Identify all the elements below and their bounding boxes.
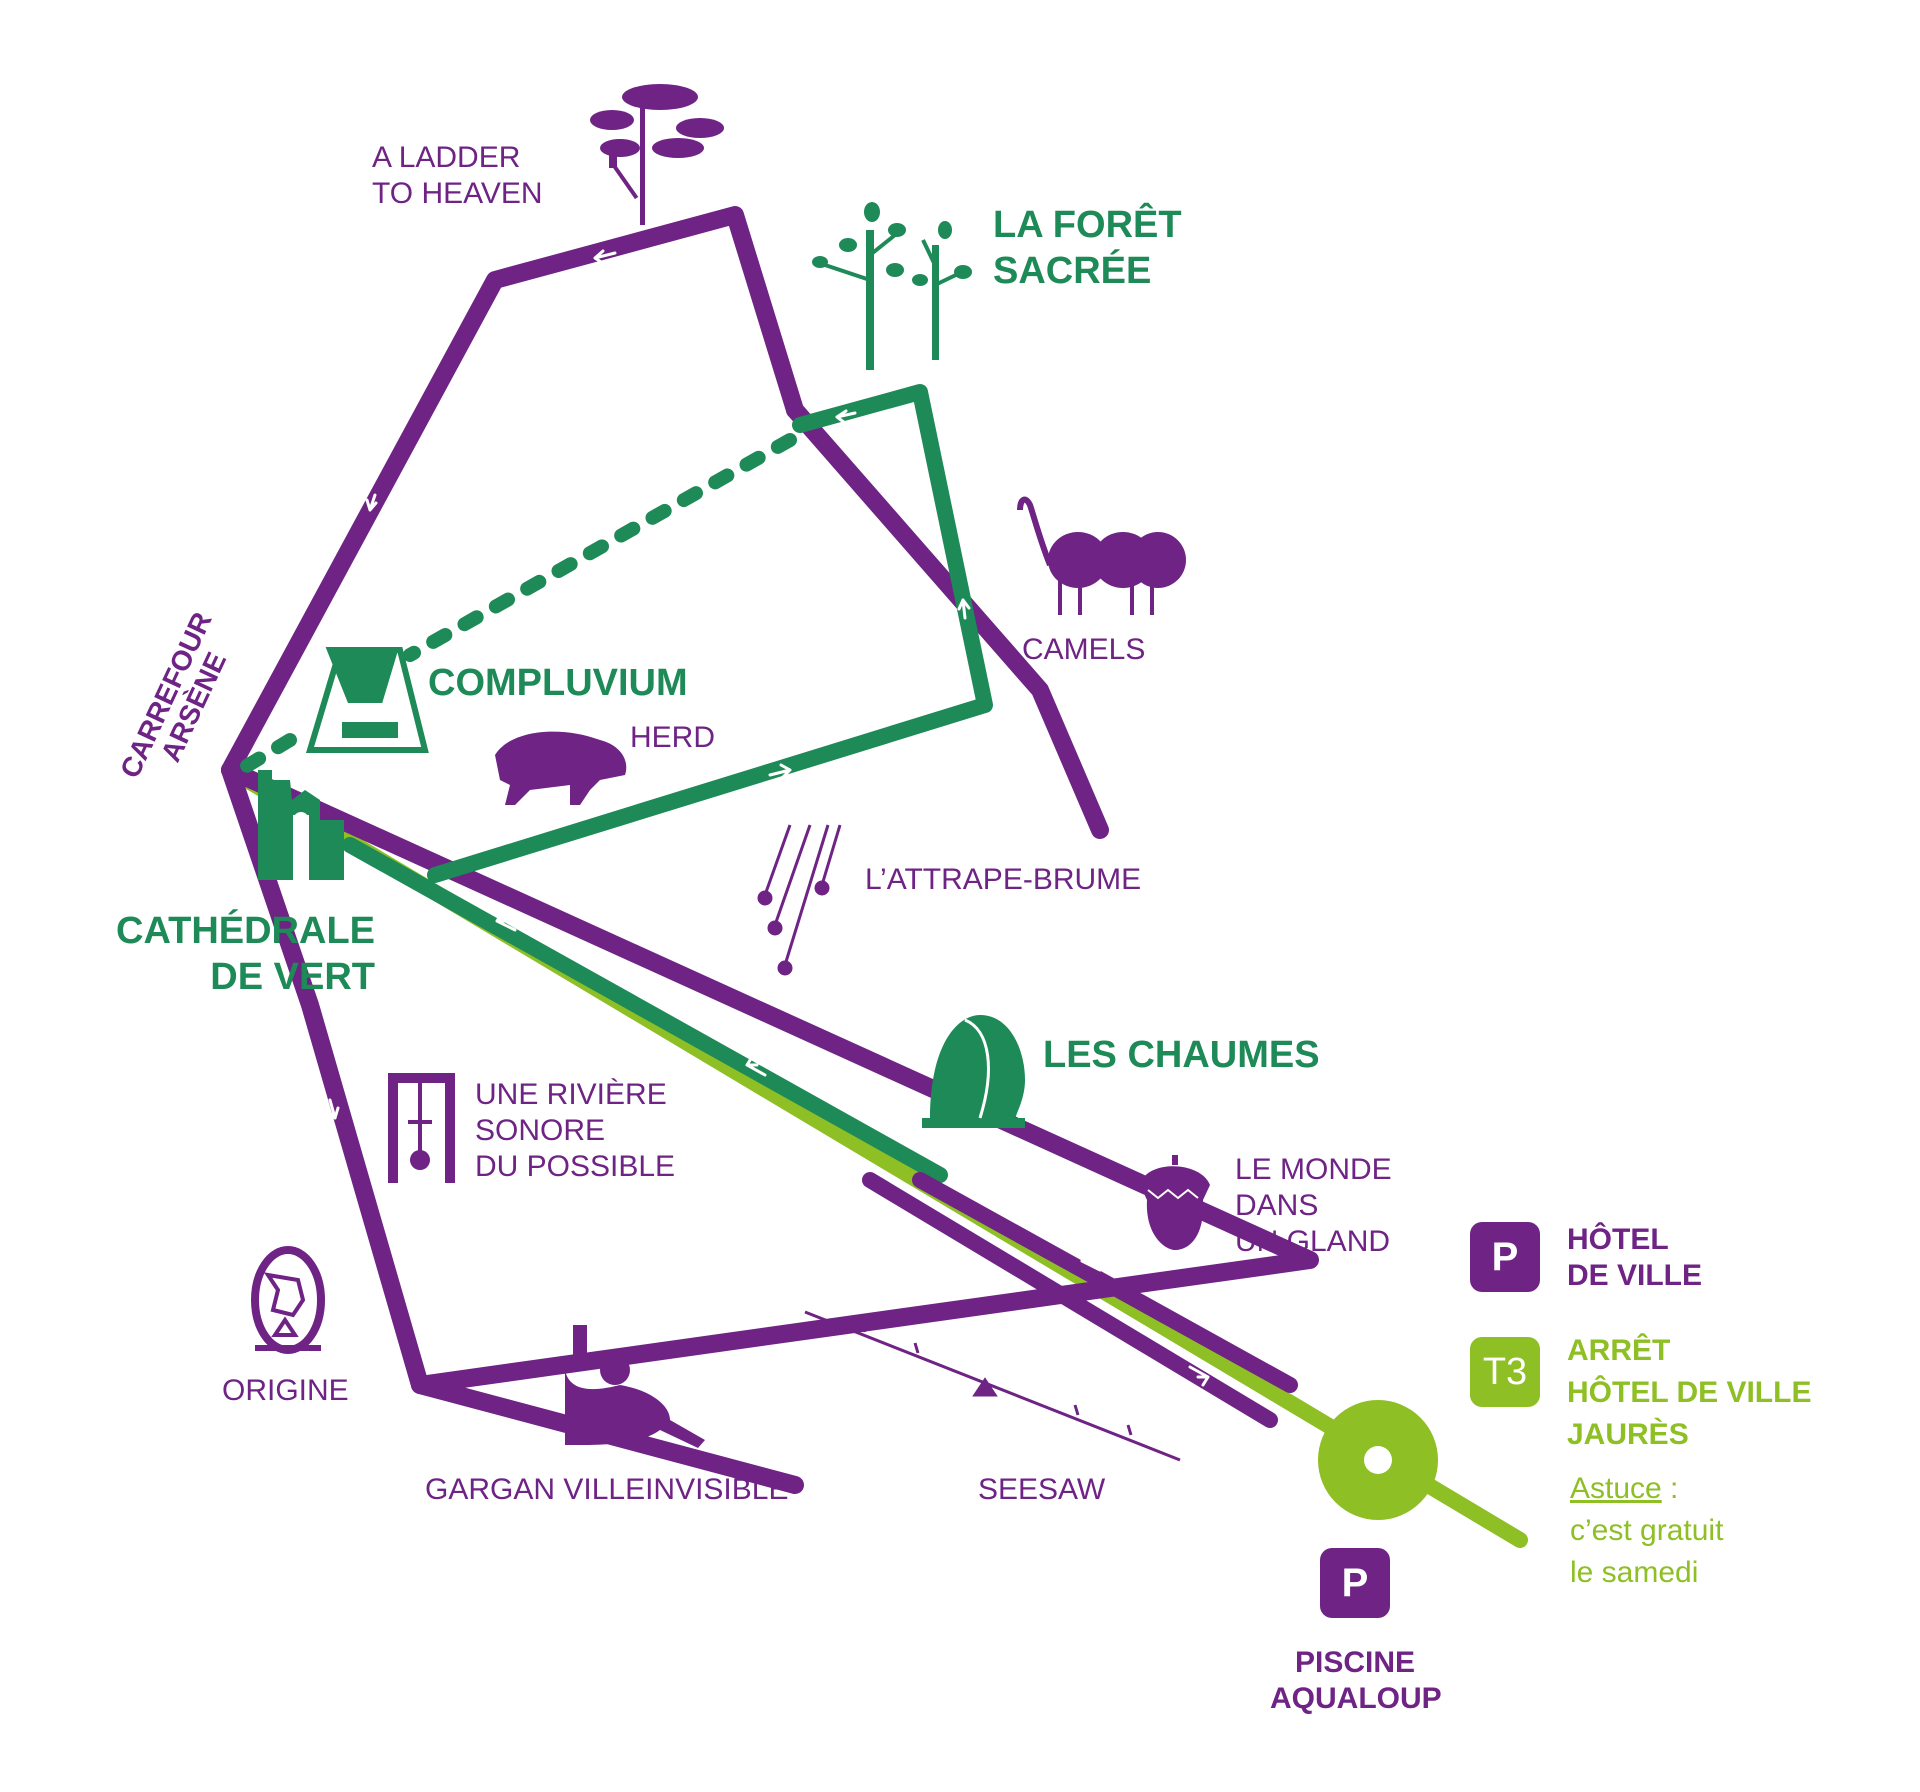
label-camels: CAMELS: [1022, 633, 1146, 666]
astuce-word: Astuce: [1570, 1472, 1662, 1505]
cathedral-icon: [258, 770, 344, 880]
label-hotel-line1: HÔTEL: [1567, 1223, 1669, 1256]
boar-icon: [495, 731, 627, 805]
label-les-chaumes: LES CHAUMES: [1043, 1034, 1320, 1076]
gargan-statue-icon: [565, 1325, 705, 1448]
astuce-line1: c’est gratuit: [1570, 1514, 1724, 1547]
tree-ladder-icon: [590, 84, 724, 225]
label-herd: HERD: [630, 721, 716, 754]
tram-t3-badge: T3: [1470, 1337, 1540, 1407]
seesaw-icon: [804, 1310, 1181, 1462]
direction-arrows: [326, 249, 1210, 1387]
label-hotel-line2: DE VILLE: [1567, 1259, 1703, 1292]
astuce-colon: :: [1661, 1472, 1679, 1505]
chaumes-icon: [922, 1015, 1025, 1128]
label-piscine-line2: AQUALOUP: [1270, 1682, 1442, 1715]
label-riviere-line3: DU POSSIBLE: [475, 1150, 676, 1183]
label-ladder-line2: TO HEAVEN: [372, 177, 543, 210]
label-seesaw: SEESAW: [978, 1473, 1106, 1506]
green-trail: [342, 384, 993, 1183]
astuce-line2: le samedi: [1570, 1556, 1699, 1589]
label-riviere: UNE RIVIÈRE SONORE DU POSSIBLE: [475, 1077, 675, 1185]
acorn-icon: [1140, 1155, 1210, 1250]
label-attrape-brume: L’ATTRAPE-BRUME: [865, 863, 1142, 896]
label-piscine-aqualoup: PISCINE AQUALOUP: [1270, 1645, 1442, 1717]
label-ladder: A LADDER TO HEAVEN: [372, 140, 543, 212]
label-origine: ORIGINE: [222, 1374, 349, 1407]
label-riviere-line2: SONORE: [475, 1114, 606, 1147]
tram-stop-icon: [1318, 1400, 1438, 1520]
label-arret-line1: ARRÊT: [1567, 1334, 1671, 1367]
forest-icon: [812, 202, 972, 370]
camel-icon: [1017, 496, 1186, 615]
label-cathedrale-line2: DE VERT: [210, 956, 375, 998]
label-piscine-line1: PISCINE: [1294, 1646, 1416, 1679]
compluvium-icon: [305, 647, 429, 753]
label-foret-line2: SACRÉE: [993, 250, 1152, 292]
label-hotel-de-ville: HÔTEL DE VILLE: [1567, 1222, 1702, 1294]
label-compluvium: COMPLUVIUM: [428, 662, 688, 704]
mist-catcher-icon: [757, 824, 842, 976]
label-foret-sacree: LA FORÊT SACRÉE: [993, 202, 1182, 294]
label-cathedrale-line1: CATHÉDRALE: [116, 910, 375, 952]
label-monde-line3: UN GLAND: [1235, 1225, 1391, 1258]
purple-trail: [221, 206, 1319, 1494]
label-arret-line2: HÔTEL DE VILLE: [1567, 1376, 1812, 1409]
label-arret-tram: ARRÊT HÔTEL DE VILLE JAURÈS: [1567, 1330, 1811, 1456]
parking-piscine-badge: P: [1320, 1548, 1390, 1618]
label-riviere-line1: UNE RIVIÈRE: [475, 1078, 667, 1111]
label-gargan: GARGAN VILLEINVISIBLE: [425, 1473, 789, 1506]
astuce-heading: Astuce :: [1570, 1468, 1723, 1510]
label-monde-line2: DANS: [1235, 1189, 1319, 1222]
label-monde-line1: LE MONDE: [1235, 1153, 1392, 1186]
purple-return-track: [862, 1172, 1298, 1428]
pendulum-icon: [388, 1073, 455, 1183]
label-foret-line1: LA FORÊT: [993, 204, 1182, 246]
label-arret-line3: JAURÈS: [1567, 1418, 1689, 1451]
egg-icon: [251, 1246, 325, 1354]
label-monde-gland: LE MONDE DANS UN GLAND: [1235, 1152, 1392, 1260]
label-cathedrale: CATHÉDRALE DE VERT: [95, 908, 375, 1000]
green-dotted-path: [233, 433, 797, 777]
astuce-note: Astuce : c’est gratuit le samedi: [1570, 1468, 1723, 1594]
label-ladder-line1: A LADDER: [372, 141, 521, 174]
parking-hotel-badge: P: [1470, 1222, 1540, 1292]
